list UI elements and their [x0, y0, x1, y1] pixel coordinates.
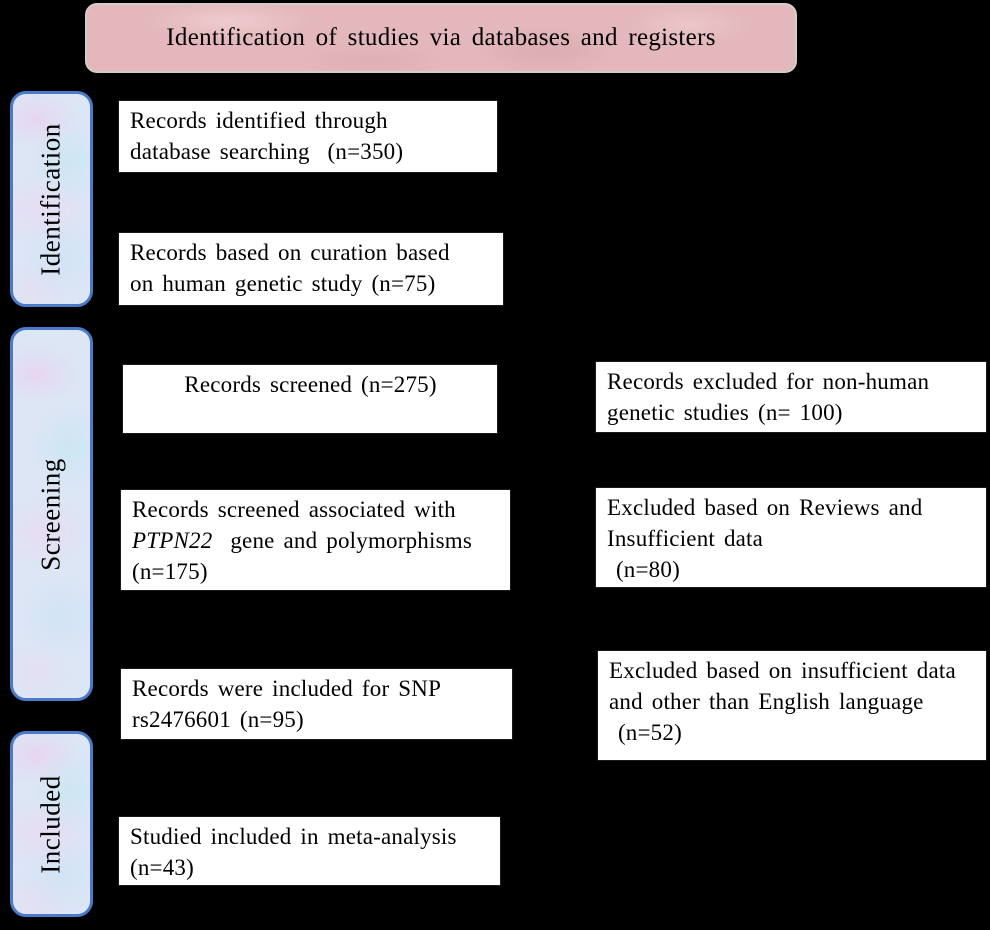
stage-label-included: Included	[10, 731, 93, 917]
flow-box-ptpn22-line2: PTPN22 gene and polymorphisms	[132, 525, 500, 556]
flow-box-records-identified-text: Records identified through database sear…	[130, 108, 404, 164]
stage-label-included-text: Included	[36, 774, 66, 874]
header-banner: Identification of studies via databases …	[85, 3, 797, 73]
flow-box-ptpn22-line2-rest: gene and polymorphisms	[212, 528, 472, 553]
flow-box-records-screened: Records screened (n=275)	[122, 364, 498, 434]
exclusion-box-reviews: Excluded based on Reviews and Insufficie…	[595, 487, 987, 588]
exclusion-box-language-text: Excluded based on insufficient data and …	[609, 658, 956, 745]
flow-box-ptpn22-line3: (n=175)	[132, 559, 208, 584]
exclusion-box-language: Excluded based on insufficient data and …	[597, 650, 987, 761]
exclusion-box-non-human: Records excluded for non-human genetic s…	[595, 361, 987, 433]
flow-box-records-curation-text: Records based on curation based on human…	[130, 240, 450, 296]
flow-box-records-identified: Records identified through database sear…	[118, 100, 498, 173]
exclusion-box-non-human-text: Records excluded for non-human genetic s…	[607, 369, 930, 425]
stage-label-identification-text: Identification	[36, 122, 67, 276]
exclusion-box-reviews-text: Excluded based on Reviews and Insufficie…	[607, 495, 923, 582]
flow-box-records-curation: Records based on curation based on human…	[118, 232, 504, 306]
stage-label-screening: Screening	[10, 327, 93, 701]
flow-box-records-screened-text: Records screened (n=275)	[184, 372, 437, 397]
flow-box-snp-included: Records were included for SNP rs2476601 …	[120, 668, 513, 740]
header-title: Identification of studies via databases …	[166, 24, 716, 51]
flow-box-ptpn22-screened: Records screened associated with PTPN22 …	[120, 489, 511, 591]
flow-box-snp-included-text: Records were included for SNP rs2476601 …	[132, 676, 442, 732]
stage-label-identification: Identification	[10, 91, 93, 307]
flow-box-meta-analysis: Studied included in meta-analysis (n=43)	[118, 816, 501, 886]
flow-box-meta-analysis-text: Studied included in meta-analysis (n=43)	[130, 824, 457, 880]
gene-name-italic: PTPN22	[132, 528, 213, 553]
stage-label-screening-text: Screening	[36, 457, 66, 571]
flow-box-ptpn22-line1: Records screened associated with	[132, 497, 456, 522]
